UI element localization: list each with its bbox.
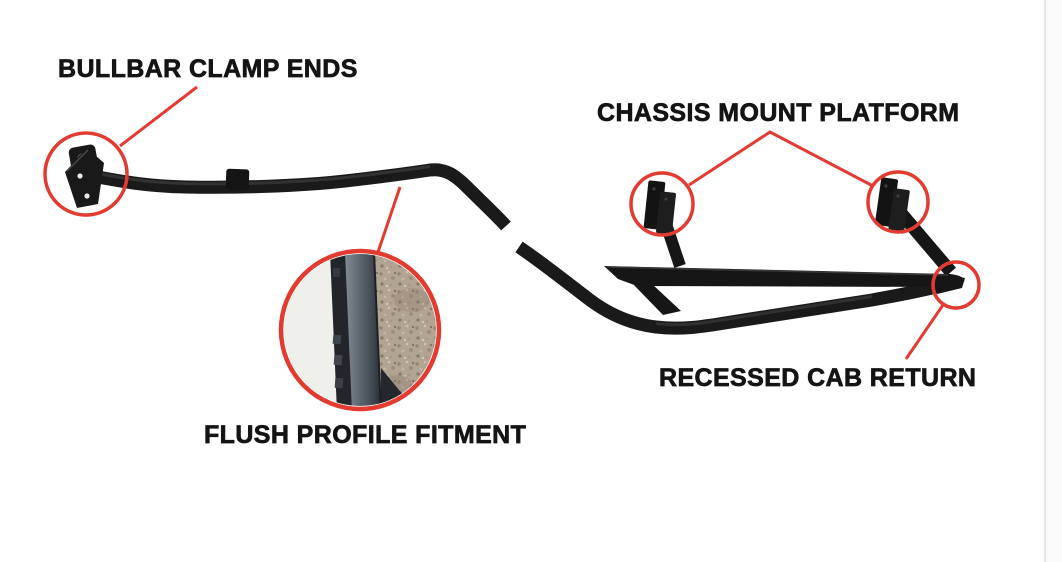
leader-recessed — [904, 304, 945, 360]
mount-leg-right — [895, 207, 956, 277]
inset-step-tube-edge — [373, 254, 382, 406]
ring-recessed-cab-return — [931, 260, 981, 310]
clamp-bolt-hole — [77, 173, 83, 179]
leader-chassis — [688, 130, 874, 188]
bullbar-tube-piece — [65, 144, 511, 231]
ring-chassis-mount-left — [629, 171, 695, 237]
diagonal-brace — [633, 284, 681, 315]
ring-inset-photo — [278, 248, 442, 412]
inset-panel-scratch — [293, 393, 311, 405]
leader-flush — [375, 186, 402, 256]
chassis-mount-bracket-left — [643, 180, 676, 235]
label-chassis-mount-platform: CHASSIS MOUNT PLATFORM — [597, 99, 960, 127]
inset-tire-tread-left — [330, 254, 352, 406]
side-step-assembly — [515, 177, 965, 335]
ring-chassis-mount-right — [866, 170, 930, 234]
step-top-plate — [604, 266, 965, 287]
chassis-mount-bracket-right — [874, 177, 910, 234]
inset-step-tube — [345, 254, 381, 406]
highlight-rings — [43, 131, 981, 412]
leader-bullbar — [119, 85, 198, 148]
clamp-plate-edge-highlight — [66, 149, 89, 172]
tube-sleeve-joint — [225, 168, 250, 191]
label-flush-profile-fitment: FLUSH PROFILE FITMENT — [204, 421, 527, 449]
step-rail-highlight — [655, 295, 873, 327]
recessed-cab-return-end — [934, 275, 965, 294]
step-rail-tube — [515, 241, 949, 335]
ring-bullbar-clamp — [43, 131, 129, 217]
page-edge-area — [1046, 0, 1062, 562]
bullbar-tube — [96, 163, 511, 231]
page-edge-divider — [1044, 0, 1046, 562]
label-recessed-cab-return: RECESSED CAB RETURN — [659, 364, 977, 392]
clamp-bolt-hole — [84, 193, 90, 199]
bullbar-tube-highlight — [97, 165, 431, 186]
leader-lines — [119, 85, 945, 360]
label-bullbar-clamp-ends: BULLBAR CLAMP ENDS — [58, 55, 358, 83]
step-top-plate-highlight — [606, 266, 949, 276]
